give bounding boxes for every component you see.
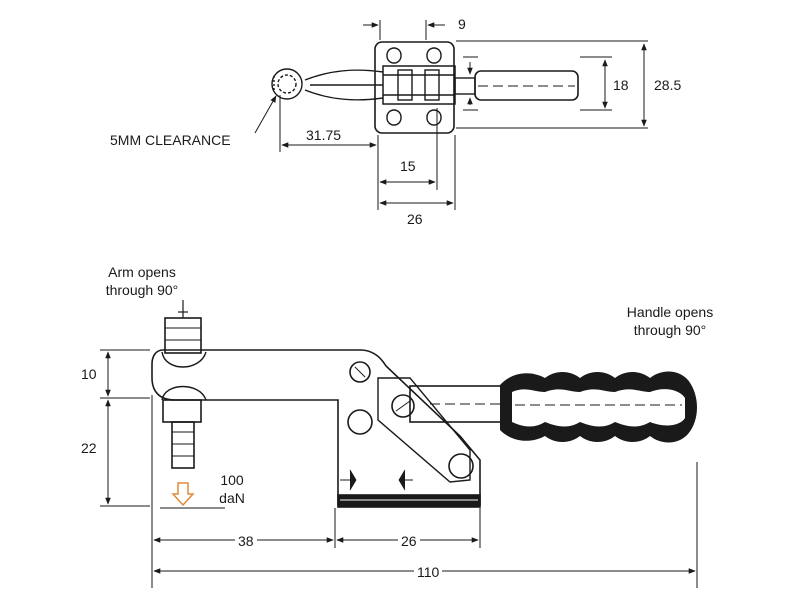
- pivot-upper: [349, 361, 371, 383]
- pivot-handle: [391, 394, 415, 418]
- dim-38-label: 38: [235, 533, 257, 550]
- side-view: [100, 300, 698, 588]
- spindle-top: [164, 317, 202, 354]
- arm-eye: [271, 68, 303, 100]
- top-view: [254, 20, 648, 210]
- clamp-body-top: [382, 65, 456, 105]
- dim-15-label: 15: [400, 158, 416, 174]
- force-unit-label: daN: [219, 490, 245, 506]
- handle-note-line-2: through 90°: [633, 322, 707, 338]
- base-plate-side: [337, 494, 481, 508]
- dim-26-top-label: 26: [407, 211, 423, 227]
- pivot-lower: [347, 409, 373, 435]
- pivot-base: [448, 453, 474, 479]
- handle-note-line-1: Handle opens: [626, 304, 714, 320]
- arm-top: [304, 69, 384, 101]
- dim-31-75-label: 31.75: [306, 127, 342, 143]
- mount-slot-3: [386, 109, 402, 126]
- handle-shaft-side: [409, 385, 505, 423]
- mount-slot-4: [426, 109, 442, 126]
- clearance-label: 5MM CLEARANCE: [110, 132, 231, 148]
- dim-10-label: 10: [81, 366, 97, 382]
- dim-22-label: 22: [81, 440, 97, 456]
- spindle-thread: [171, 421, 195, 469]
- force-arrow-icon: [171, 482, 195, 507]
- arm-note-line-2: through 90°: [105, 282, 179, 298]
- dim-9-label: 9: [458, 16, 466, 32]
- dim-110-label: 110: [414, 564, 443, 581]
- base-plate-top: [374, 41, 455, 134]
- dim-28-5-label: 28.5: [654, 77, 682, 93]
- handle-grip-top: [474, 70, 579, 101]
- dim-26-side-label: 26: [398, 533, 420, 550]
- clamp-body-side: [151, 349, 481, 506]
- link-plate: [377, 377, 471, 483]
- dim-18-label: 18: [613, 77, 629, 93]
- handle-stem-top: [454, 77, 476, 95]
- arm-note-line-1: Arm opens: [108, 264, 176, 280]
- mount-slot-2: [426, 47, 442, 64]
- force-value-label: 100: [220, 472, 244, 488]
- mount-slot-1: [386, 47, 402, 64]
- spindle-bottom: [162, 399, 202, 423]
